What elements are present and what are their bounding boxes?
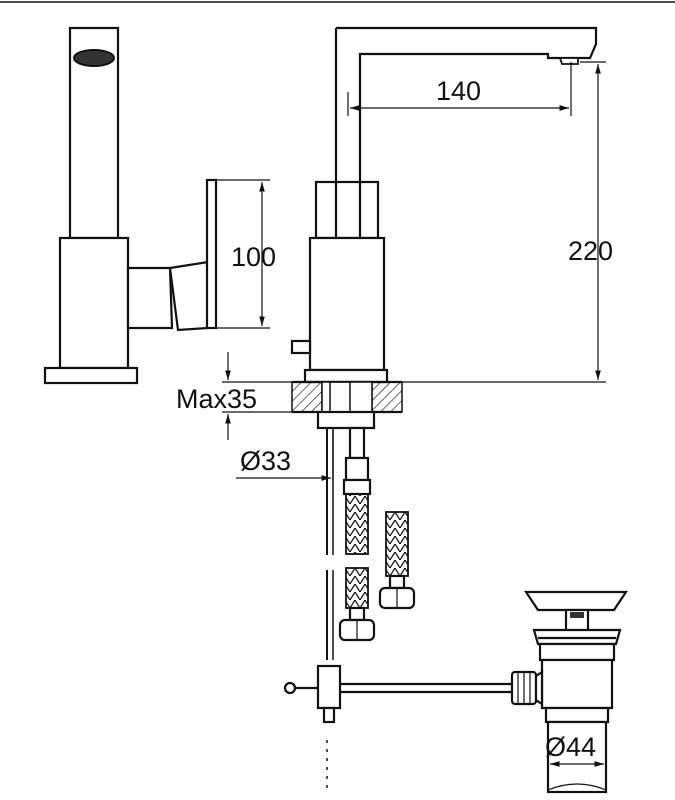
popup-pull-rod xyxy=(326,428,334,790)
side-view xyxy=(43,26,218,385)
popup-waste xyxy=(510,590,629,794)
front-body xyxy=(308,236,386,372)
mounting-nut xyxy=(316,410,376,430)
front-base xyxy=(303,368,389,384)
side-lever xyxy=(205,178,218,330)
waste-body xyxy=(540,658,614,710)
dim-waste-diameter-label: Ø44 xyxy=(545,732,596,762)
deck-section xyxy=(291,380,403,430)
side-lever-hub xyxy=(168,260,210,332)
dim-total-height: 220 xyxy=(387,61,613,383)
dim-total-height-label: 220 xyxy=(568,236,613,266)
dim-waste-diameter: Ø44 xyxy=(545,732,604,767)
dim-spout-reach: 140 xyxy=(347,62,572,116)
front-spout-tip xyxy=(558,57,579,65)
front-view xyxy=(290,26,598,384)
popup-linkage xyxy=(283,664,512,724)
front-cartridge xyxy=(314,180,380,240)
side-lever-connector xyxy=(126,266,174,330)
dim-deck-thickness-label: Max35 xyxy=(176,384,257,414)
waste-plug-head xyxy=(523,590,629,612)
side-body xyxy=(58,236,130,370)
front-spout-arm xyxy=(336,26,598,238)
waste-tail-pipe xyxy=(546,720,608,794)
dim-hole-diameter: Ø33 xyxy=(236,428,352,481)
dim-lever-height: 100 xyxy=(216,179,276,329)
front-popup-rod xyxy=(290,339,312,355)
dim-lever-height-label: 100 xyxy=(231,242,276,272)
side-aerator xyxy=(73,49,115,67)
supply-hose-2 xyxy=(378,511,416,610)
side-base-plate xyxy=(43,366,139,385)
dim-deck-thickness: Max35 xyxy=(176,352,292,440)
dim-hole-diameter-label: Ø33 xyxy=(240,446,291,476)
dim-spout-reach-label: 140 xyxy=(436,76,481,106)
supply-hose-1 xyxy=(338,426,376,642)
